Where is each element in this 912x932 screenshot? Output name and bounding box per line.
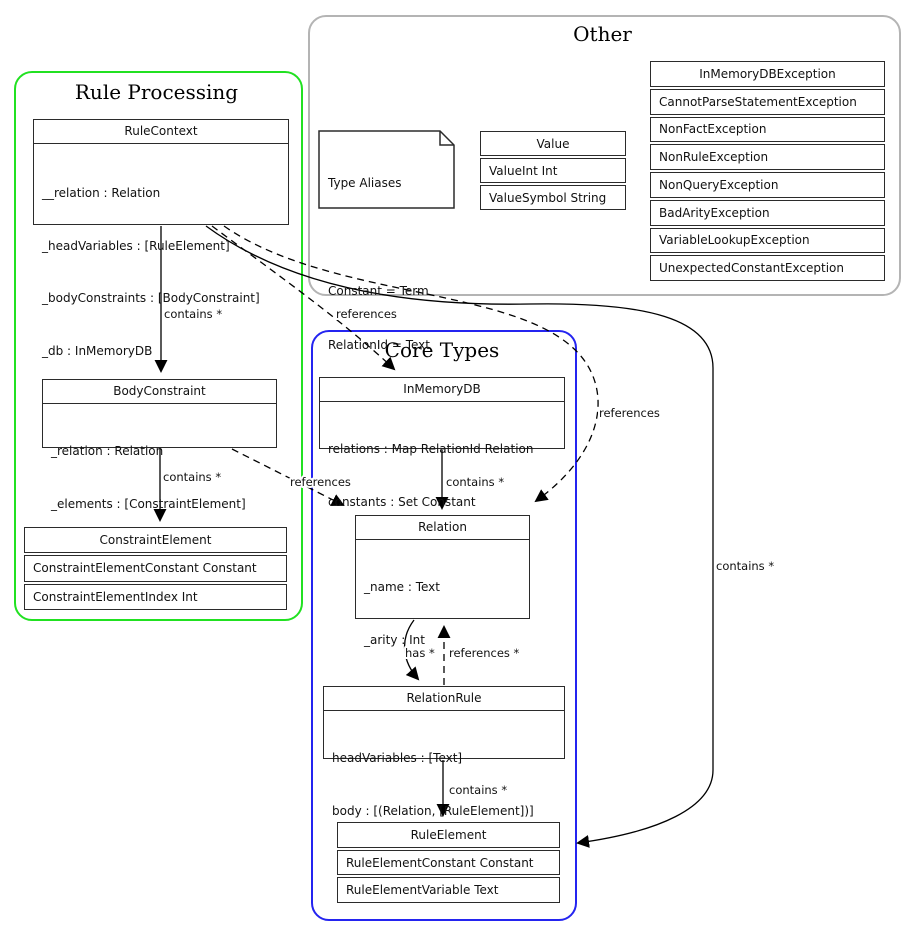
- class-constraintelement: ConstraintElement ConstraintElementConst…: [24, 527, 287, 610]
- attr-line: _elements : [ConstraintElement]: [51, 496, 246, 511]
- variant-row: UnexpectedConstantException: [650, 255, 885, 281]
- class-bodyconstraint: BodyConstraint _relation : Relation _ele…: [42, 379, 277, 511]
- class-relationrule-name: RelationRule: [324, 687, 564, 711]
- attr-line: constants : Set Constant: [328, 494, 476, 509]
- variant-row: BadArityException: [650, 199, 885, 226]
- attr-line: relations : Map RelationId Relation: [328, 442, 534, 456]
- class-inmemorydb: InMemoryDB relations : Map RelationId Re…: [319, 377, 565, 509]
- variant-row: RuleElementConstant Constant: [337, 849, 560, 876]
- variant-row: ValueInt Int: [480, 158, 626, 183]
- class-bodyconstraint-name: BodyConstraint: [43, 380, 276, 404]
- attr-line: _db : InMemoryDB: [42, 343, 153, 358]
- variant-row: ValueSymbol String: [480, 185, 626, 210]
- attr-line: _relation : Relation: [51, 444, 164, 458]
- edge-label: references: [599, 406, 660, 420]
- variant-row: ConstraintElementIndex Int: [24, 583, 287, 610]
- variant-row: RuleElementVariable Text: [337, 877, 560, 904]
- variant-row: VariableLookupException: [650, 227, 885, 254]
- class-inmemorydb-name: InMemoryDB: [320, 378, 564, 402]
- class-value-name: Value: [480, 131, 626, 156]
- class-rulecontext: RuleContext __relation : Relation _headV…: [33, 119, 289, 358]
- note-title: Type Aliases: [328, 176, 402, 190]
- variant-row: NonFactException: [650, 116, 885, 143]
- attr-line: _arity : Int: [364, 632, 425, 647]
- attr-line: _bodyConstraints : [BodyConstraint]: [42, 291, 260, 305]
- attr-line: __relation : Relation: [42, 186, 161, 200]
- class-relationrule: RelationRule headVariables : [Text] body…: [323, 686, 565, 818]
- class-constraintelement-name: ConstraintElement: [24, 527, 287, 554]
- attr-line: _name : Text: [364, 580, 440, 594]
- group-rule-processing-title: Rule Processing: [74, 80, 239, 104]
- class-ruleelement-name: RuleElement: [337, 822, 560, 848]
- group-other-title: Other: [573, 22, 632, 46]
- variant-row: CannotParseStatementException: [650, 88, 885, 115]
- note-line: RelationId = Text: [328, 338, 430, 352]
- class-inmemorydbexception-name: InMemoryDBException: [650, 61, 885, 87]
- attr-line: _headVariables : [RuleElement]: [42, 238, 230, 253]
- edge-label: contains *: [716, 559, 774, 573]
- class-relation-name: Relation: [356, 516, 529, 540]
- variant-row: NonQueryException: [650, 172, 885, 198]
- note-type-aliases: Type Aliases Constant = Term RelationId …: [319, 131, 454, 352]
- class-ruleelement: RuleElement RuleElementConstant Constant…: [337, 822, 560, 904]
- attr-line: body : [(Relation, [RuleElement])]: [332, 803, 534, 818]
- class-rulecontext-name: RuleContext: [34, 120, 288, 144]
- attr-line: headVariables : [Text]: [332, 751, 463, 765]
- note-line: Constant = Term: [328, 284, 429, 298]
- class-inmemorydbexception: InMemoryDBException CannotParseStatement…: [650, 61, 885, 281]
- variant-row: NonRuleException: [650, 144, 885, 170]
- variant-row: ConstraintElementConstant Constant: [24, 555, 287, 582]
- class-relation: Relation _name : Text _arity : Int _tupl…: [355, 515, 530, 752]
- class-value: Value ValueInt Int ValueSymbol String: [480, 131, 626, 210]
